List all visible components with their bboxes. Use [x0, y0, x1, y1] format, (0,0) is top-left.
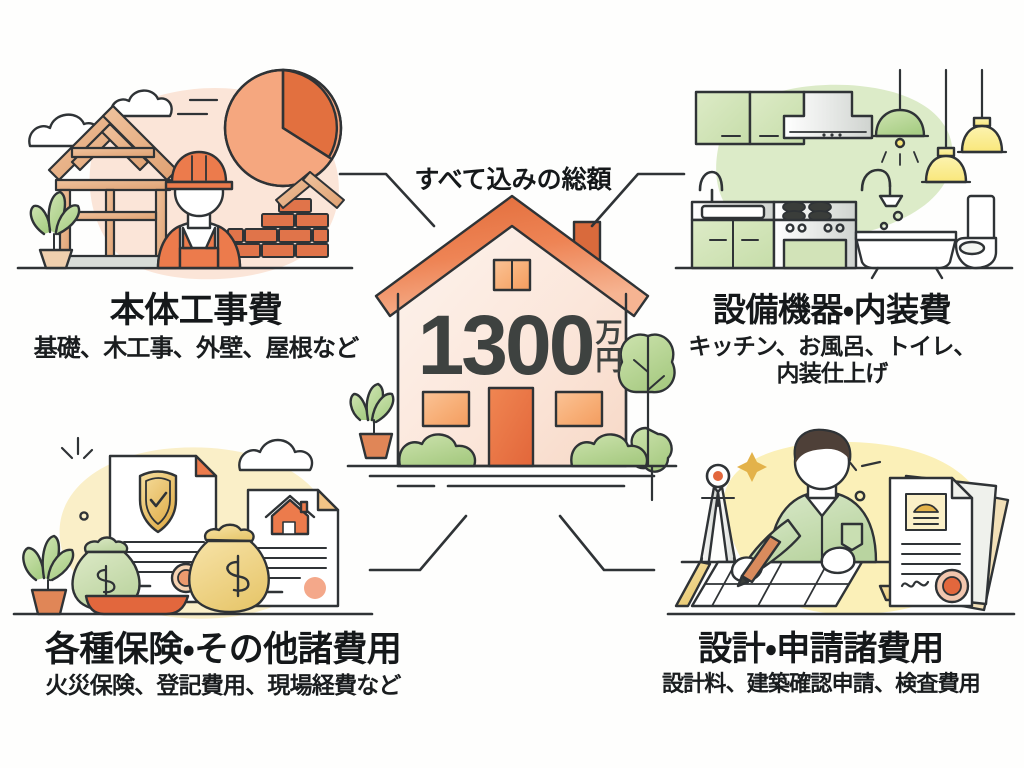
connector-top-left: [338, 172, 436, 228]
label-top-right: 設備機器・内装費 キッチン、お風呂、トイレ、 内装仕上げ: [640, 293, 1024, 387]
heading-top-left: 本体工事費: [109, 291, 283, 330]
worker-icon: [156, 150, 242, 270]
amount-unit-man: 万: [595, 317, 623, 348]
wax-seal-icon: [934, 568, 970, 604]
illustration-top-right: [674, 68, 1014, 280]
bush-icon: [570, 433, 649, 468]
sparkle-icon: [737, 452, 767, 482]
pendant-lamp-icon: [870, 68, 1008, 184]
illustration-bottom-right: [630, 426, 1016, 616]
total-amount: 1300 万 円: [404, 300, 636, 392]
amount-unit-yen: 円: [595, 346, 623, 376]
heading-bottom-left: 各種保険・その他諸費用: [44, 630, 402, 669]
connector-top-right: [590, 172, 686, 228]
illustration-top-left: [16, 68, 354, 280]
cloud-icon: [238, 438, 314, 472]
stove-icon: [772, 200, 858, 270]
connector-bottom-left: [368, 514, 468, 572]
certificate-icon: [888, 474, 1010, 612]
central-house-illustration: [346, 194, 678, 488]
subtitle-bottom-left: 火災保険、登記費用、現場経費など: [45, 672, 401, 698]
potted-plant-icon: [349, 382, 395, 460]
label-top-left: 本体工事費 基礎、木工事、外壁、屋根など: [0, 293, 392, 363]
house-badge-icon: [246, 488, 340, 608]
toilet-icon: [954, 194, 998, 270]
architect-person-icon: [730, 428, 878, 588]
subtitle-top-right-line1: キッチン、お風呂、トイレ、: [688, 333, 976, 359]
tree-icon: [617, 333, 676, 468]
potted-plant-icon: [22, 534, 75, 616]
document-icon: [108, 454, 218, 604]
illustration-bottom-left: [12, 436, 374, 619]
heading-bottom-right: 設計・申請諸費用: [698, 630, 944, 668]
bathtub-icon: [854, 168, 958, 280]
connector-lines: [338, 172, 686, 572]
sink-icon: [690, 170, 776, 270]
subtitle-top-right-line2: 内装仕上げ: [776, 360, 888, 387]
range-hood-icon: [782, 90, 874, 140]
potted-plant-icon: [29, 190, 81, 270]
bush-icon: [398, 433, 477, 468]
shield-check-icon: [138, 470, 178, 534]
label-bottom-right: 設計・申請諸費用 設計料、建築確認申請、検査費用: [618, 632, 1024, 697]
amount-number: 1300: [417, 298, 596, 393]
label-bottom-left: 各種保険・その他諸費用 火災保険、登記費用、現場経費など: [0, 632, 446, 699]
money-bag-icon: [188, 523, 270, 614]
subtitle-top-left: 基礎、木工事、外壁、屋根など: [33, 335, 360, 362]
heading-top-right: 設備機器・内装費: [712, 291, 952, 328]
pie-chart-icon: [223, 68, 343, 188]
subtitle-bottom-right: 設計料、建築確認申請、検査費用: [661, 671, 981, 696]
center-caption: すべて込みの総額: [414, 166, 612, 194]
connector-bottom-right: [558, 514, 656, 572]
amount-unit: 万 円: [595, 319, 622, 375]
